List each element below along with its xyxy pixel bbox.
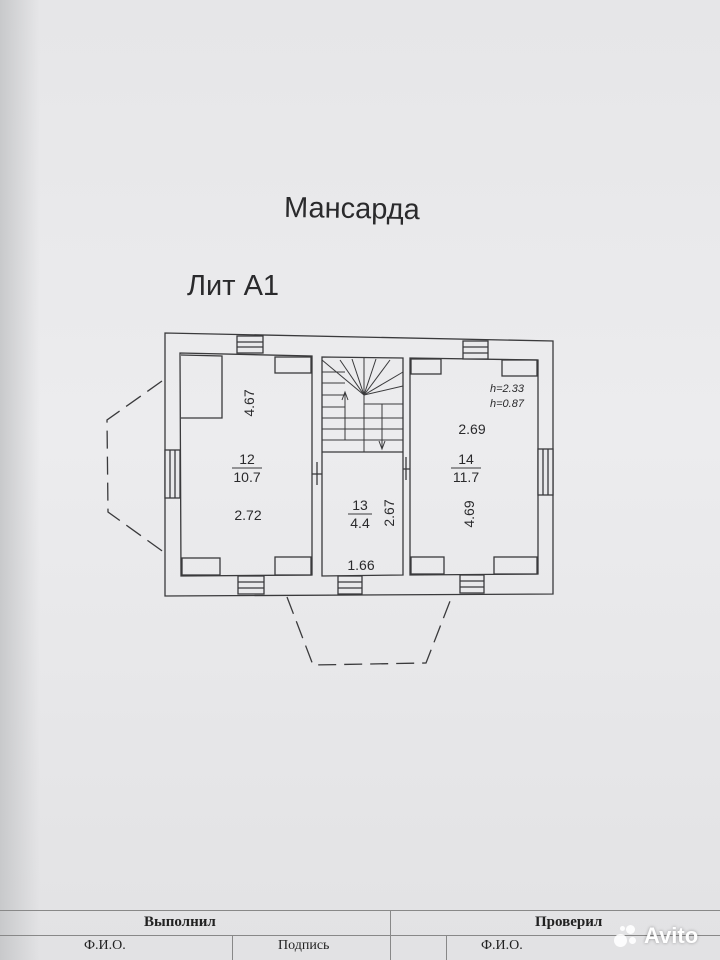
room-12-area: 10.7 [233,469,260,485]
room-13-dim-side: 2.67 [381,499,397,526]
avito-watermark: Avito [612,918,716,954]
building-label: Лит А1 [187,270,280,302]
room-12-dim-top: 4.67 [241,389,257,416]
title-block-mid-line [0,935,720,936]
window-top-1 [236,335,264,354]
window-top-2 [462,340,489,360]
room-14-number: 14 [458,451,474,467]
room-12-dim-bottom: 2.72 [234,507,261,523]
outer-wall [164,332,554,597]
room-14-area: 11.7 [453,469,479,485]
name-label-2: Ф.И.О. [481,938,523,953]
room-13-area: 4.4 [350,515,370,531]
window-right [537,448,554,496]
room-14-height-2: h=0.87 [490,398,525,410]
room-14-dim-side: 4.69 [461,500,477,527]
niche-14-bottom-right [493,556,538,575]
window-bottom-3 [459,574,485,594]
closet-outline [180,354,223,419]
niche-12-bottom-left [181,557,221,576]
avito-logo-icon [612,922,640,950]
room-13-outline [321,356,404,577]
niche-12-top [274,356,312,374]
title-block-divider-sub-1 [232,935,233,960]
title-block-divider [390,910,391,960]
room-12-number: 12 [239,451,255,467]
niche-14-top-right [501,359,538,377]
title-block: Выполнил Проверил Ф.И.О. Подпись Ф.И.О. [0,910,720,960]
room-14-outline [409,357,539,576]
room-12-outline [179,352,313,577]
paper-edge-shadow [0,0,40,960]
room-14-dim-top: 2.69 [458,421,485,437]
window-bottom-1 [237,575,265,595]
window-left [164,449,181,499]
niche-14-bottom-left [410,556,445,575]
title-block-top-line [0,910,720,911]
niche-14-top-left [410,358,442,375]
title-block-divider-sub-2 [446,935,447,960]
watermark-text: Avito [644,923,699,948]
staircase [321,358,404,452]
dashed-outline-bottom [286,595,453,666]
niche-12-bottom-right [274,556,312,576]
room-14-height-1: h=2.33 [490,383,525,395]
name-label-1: Ф.И.О. [84,938,126,953]
dashed-outline-left [106,380,166,554]
performed-by-label: Выполнил [144,914,216,930]
room-13-number: 13 [352,497,368,513]
signature-label: Подпись [278,938,330,953]
checked-by-label: Проверил [535,914,603,930]
window-bottom-2 [337,575,363,595]
room-13-dim-bottom: 1.66 [347,557,374,573]
